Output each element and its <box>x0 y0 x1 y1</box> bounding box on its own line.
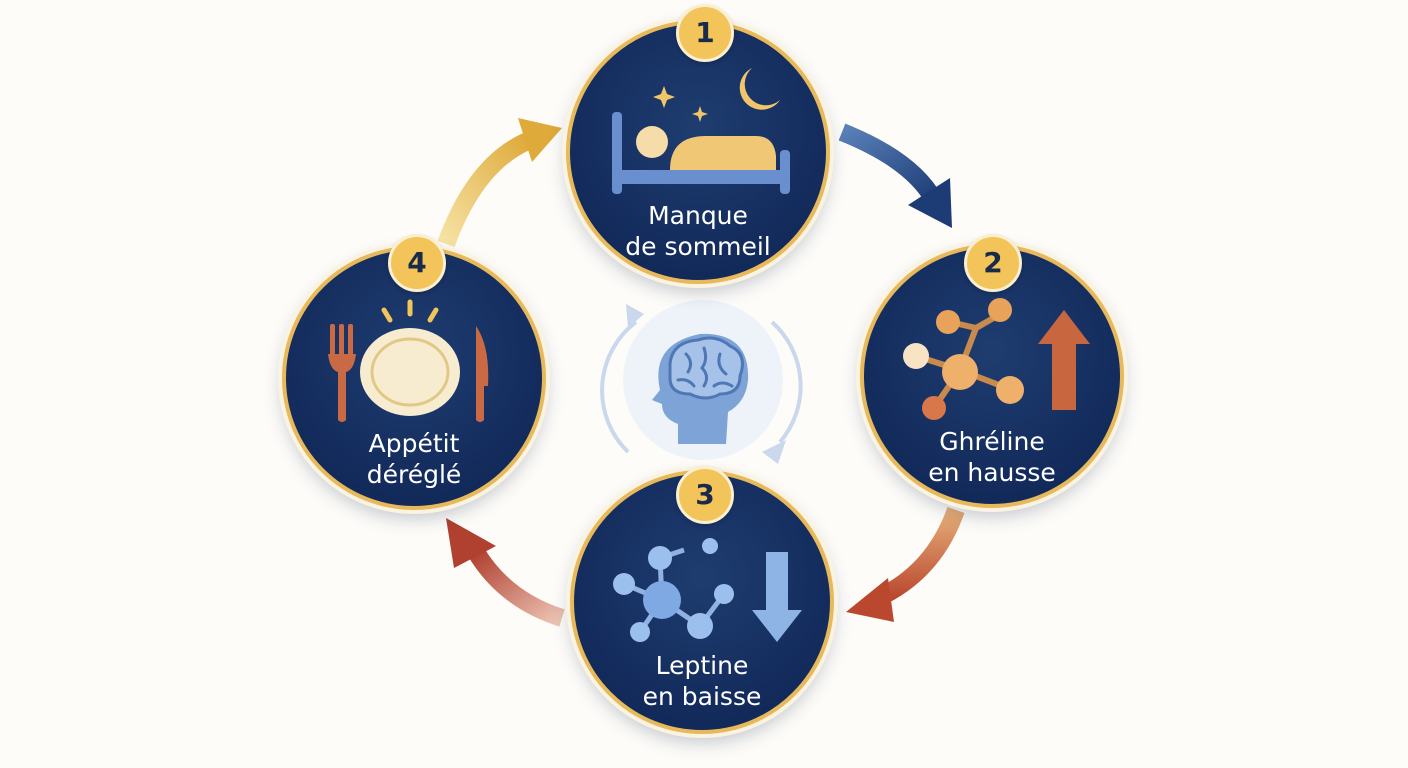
step-3-label-line1: Leptine <box>655 651 749 680</box>
molecule-up-arrow-icon <box>903 298 1090 420</box>
step-1-label-line2: de sommeil <box>625 232 771 261</box>
step-3-label-line2: en baisse <box>642 682 762 711</box>
step-1-circle: Manque de sommeil <box>566 20 830 284</box>
brain-head-icon <box>600 300 803 464</box>
step-2-label: Ghréline en hausse <box>864 426 1120 488</box>
fork-icon <box>328 324 356 422</box>
step-4-number-badge: 4 <box>388 234 446 292</box>
step-2-label-line2: en hausse <box>928 458 1056 487</box>
plate-fork-knife-icon <box>328 299 489 422</box>
step-3-label: Leptine en baisse <box>574 650 830 712</box>
step-3-number-badge: 3 <box>676 466 734 524</box>
steam-lines <box>381 299 439 323</box>
step-2-label-line1: Ghréline <box>939 427 1045 456</box>
step-1-label-line1: Manque <box>648 201 748 230</box>
step-4-label-line1: Appétit <box>368 429 460 458</box>
step-4-label-line2: déréglé <box>366 460 462 489</box>
step-2-number-badge: 2 <box>964 234 1022 292</box>
arrow-1-to-2 <box>838 123 952 228</box>
step-1-label: Manque de sommeil <box>570 200 826 262</box>
step-4-label: Appétit déréglé <box>286 428 542 490</box>
molecule-down-arrow-icon <box>613 538 802 642</box>
knife-icon <box>476 326 489 422</box>
sleeping-in-bed-icon <box>612 68 790 194</box>
arrow-4-to-1 <box>437 118 562 248</box>
step-4-circle: Appétit déréglé <box>282 246 546 510</box>
arrow-3-to-4 <box>446 518 565 627</box>
step-1-number-badge: 1 <box>676 4 734 62</box>
arrow-2-to-3 <box>846 506 965 622</box>
